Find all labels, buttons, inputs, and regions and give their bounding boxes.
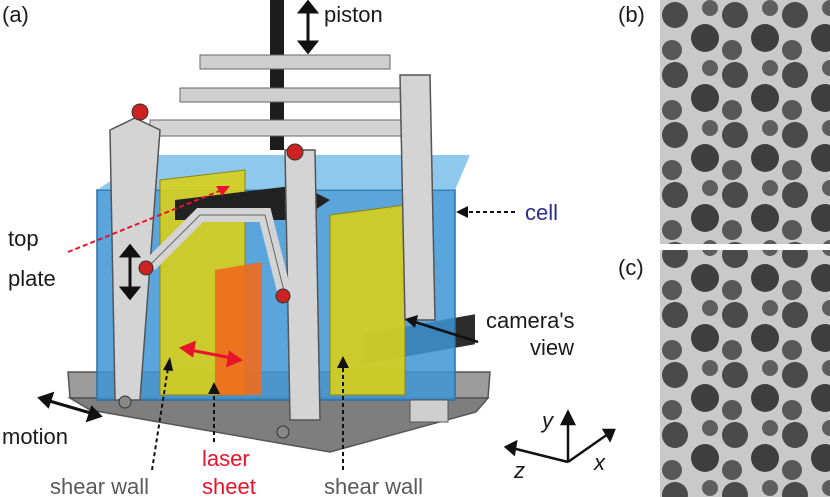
top-plate-motion-arrow [118,243,142,301]
piston-rod [270,0,284,150]
laser-sheet-plane [215,262,262,395]
panel-label-b: (b) [618,2,645,27]
axis-label-y: y [540,408,555,433]
laser-sheet-arrow [208,382,220,442]
cell-label: cell [525,200,558,225]
coordinate-axes [503,409,616,464]
motion-label: motion [2,424,68,449]
shear-wall-left-arrow [151,357,173,471]
camera-view-arrow [405,315,479,344]
laser-plane-arrow [178,340,244,368]
shear-wall-left-label: shear wall [50,474,149,497]
top-plate-arrow [67,186,230,253]
shear-wall-right-label: shear wall [324,474,423,497]
apparatus-illustration [67,0,491,453]
axis-label-x: x [593,450,606,475]
motion-arrow [37,391,103,423]
camera-label-line2: view [530,335,574,360]
camera-label-line1: camera's [486,308,575,333]
micrograph-b [660,0,830,244]
shear-wall-right-plate [329,204,406,396]
piston-label: piston [324,2,383,27]
top-plate-label-line1: top [8,226,39,251]
panel-label-c: (c) [618,255,644,280]
laser-label-line2: sheet [202,474,256,497]
axis-label-z: z [513,458,525,483]
cell-arrow [456,206,515,218]
frame-right-post [284,149,321,421]
shear-wall-right-arrow [337,356,349,470]
piston-arrow [296,0,320,55]
micrograph-c [660,250,830,497]
top-plate-label-line2: plate [8,266,56,291]
laser-label-line1: laser [202,446,250,471]
panel-label-a: (a) [2,2,29,27]
